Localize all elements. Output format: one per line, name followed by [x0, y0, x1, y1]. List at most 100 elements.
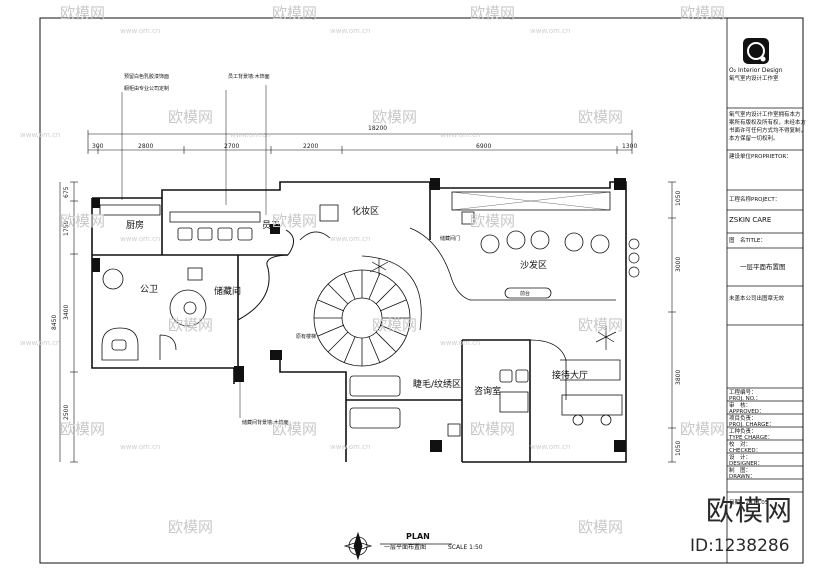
reception-desk	[560, 359, 623, 426]
company-name-cn: 氧气室内设计工作室	[729, 76, 779, 82]
sofa-chairs	[461, 211, 610, 254]
title-block-frame	[726, 17, 804, 564]
drawing-title: 一层平面布置图	[740, 263, 786, 271]
notice-line-2: 案所有版权及所有权，未经本方	[729, 120, 807, 126]
note-4: 储藏间门	[440, 236, 461, 242]
room-label-makeup: 化妆区	[352, 207, 380, 217]
decor-plants	[369, 238, 640, 350]
dimension-left-4: 2500	[63, 404, 70, 420]
watermark-brand: 欧模网	[372, 316, 418, 334]
watermark-brand: 欧模网	[168, 108, 214, 126]
row-approved-en: APPROVED：	[729, 409, 765, 415]
watermark-brand: 欧模网	[60, 212, 106, 230]
watermark-brand: 欧模网	[470, 4, 516, 22]
watermark-url: www.om.cn	[120, 443, 161, 451]
row-proj-no-cn: 工程编号：	[729, 390, 757, 396]
watermark-url: www.om.cn	[20, 339, 61, 347]
row-type-en: TYPE CHARGE：	[729, 435, 774, 441]
watermark-brand: 欧模网	[168, 518, 214, 536]
date-label: 日期：2018.05	[729, 500, 769, 506]
dimension-left-1: 675	[63, 186, 70, 198]
o2-logo-icon	[743, 38, 769, 64]
dimension-top-6: 1300	[622, 143, 638, 150]
watermark-brand: 欧模网	[272, 420, 318, 438]
watermark-brand: 欧模网	[372, 108, 418, 126]
watermark-url: www.om.cn	[440, 339, 481, 347]
dimension-top-4: 2200	[303, 143, 319, 150]
dimension-right-3: 3800	[675, 369, 682, 385]
kitchen-counter	[99, 204, 261, 241]
watermark-brand: 欧模网	[60, 4, 106, 22]
note-2: 橱柜由专业公司定制	[124, 86, 170, 92]
wall-columns	[92, 178, 626, 452]
watermark-brand: 欧模网	[680, 420, 726, 438]
project-name: ZSKIN CARE	[729, 216, 772, 224]
row-drawn-en: DRAWN：	[729, 474, 756, 480]
watermark-url: www.om.cn	[120, 235, 161, 243]
dimension-right-1: 1050	[675, 190, 682, 206]
row-designer-en: DESIGNER：	[729, 461, 763, 467]
row-checked-cn: 校 对：	[729, 442, 752, 448]
room-label-sofa: 沙发区	[520, 261, 548, 271]
watermark-url: www.om.cn	[330, 235, 371, 243]
watermark-brand: 欧模网	[578, 518, 624, 536]
watermark-url: www.om.cn	[120, 27, 161, 35]
dimension-total: 18200	[368, 125, 388, 132]
company-name-en: O₂ Interior Design	[729, 67, 783, 74]
note-7: 前台	[520, 291, 531, 297]
spiral-staircase	[313, 255, 422, 367]
note-5: 储藏间背景墙:木饰面	[242, 420, 289, 426]
makeup-furniture	[299, 191, 616, 301]
dimension-left-3: 3400	[63, 304, 70, 320]
restroom-fixtures	[101, 267, 207, 361]
dimension-top-3: 2700	[224, 143, 240, 150]
watermark-brand: 欧模网	[470, 212, 516, 230]
room-label-lobby: 接待大厅	[552, 371, 589, 381]
row-designer-cn: 设 计：	[729, 455, 752, 461]
dimension-right-4: 1050	[675, 440, 682, 456]
note-leaders	[121, 85, 267, 418]
watermark-brand: 欧模网	[578, 108, 624, 126]
room-label-kitchen: 厨房	[126, 221, 145, 231]
row-proj-no-en: PROJ. NO.：	[729, 396, 762, 402]
plan-heading: PLAN	[406, 532, 430, 541]
row-checked-en: CHECKED：	[729, 448, 762, 454]
room-label-staff: 员工	[262, 221, 281, 231]
watermark-url: www.om.cn	[530, 443, 571, 451]
room-label-brow: 睫毛/纹绣区	[413, 380, 462, 390]
note-3: 员工背景墙:木饰面	[228, 74, 270, 80]
row-drawn-cn: 制 图：	[729, 468, 752, 474]
watermark-url: www.om.cn	[330, 443, 371, 451]
dimension-top-1: 300	[92, 143, 104, 150]
dimension-top-2: 2800	[138, 143, 154, 150]
watermark-brand: 欧模网	[680, 4, 726, 22]
watermark-url: www.om.cn	[20, 131, 61, 139]
watermark-brand: 欧模网	[272, 212, 318, 230]
row-type-cn: 工种负责：	[729, 429, 757, 435]
notice-line-3: 书面许可任何方式均不得复制，	[729, 128, 807, 134]
dimension-top-5: 6900	[476, 143, 492, 150]
dimension-left-total: 8450	[51, 314, 58, 330]
watermark-brand: 欧模网	[60, 420, 106, 438]
storage-wall-curve	[237, 229, 294, 321]
stamp-note: 未盖本公司出图章无效	[729, 296, 785, 302]
watermark-url: www.om.cn	[230, 131, 271, 139]
watermark-brand: 欧模网	[272, 4, 318, 22]
plan-subtitle: 一层平面布置图	[384, 544, 427, 551]
room-label-restroom: 公卫	[140, 285, 159, 295]
north-arrow-icon	[343, 531, 373, 561]
title-label: 图 名TITLE：	[729, 238, 766, 244]
room-label-storage: 储藏间	[214, 287, 242, 297]
watermark-url: www.om.cn	[440, 131, 481, 139]
notice-line-4: 本方保留一切权利。	[729, 136, 779, 142]
notice-line-1: 氧气室内设计工作室拥有本方	[729, 112, 801, 118]
room-label-consult: 咨询室	[474, 387, 502, 397]
note-6: 原有楼梯	[296, 334, 317, 340]
dimension-lines	[59, 130, 676, 463]
note-1: 预留白色乳胶漆饰面	[124, 74, 170, 80]
watermark-id: ID:1238286	[690, 536, 790, 556]
watermark-brand-large: 欧模网	[706, 494, 794, 527]
watermark-url: www.om.cn	[530, 27, 571, 35]
project-label: 工程名称PROJECT：	[729, 197, 781, 203]
